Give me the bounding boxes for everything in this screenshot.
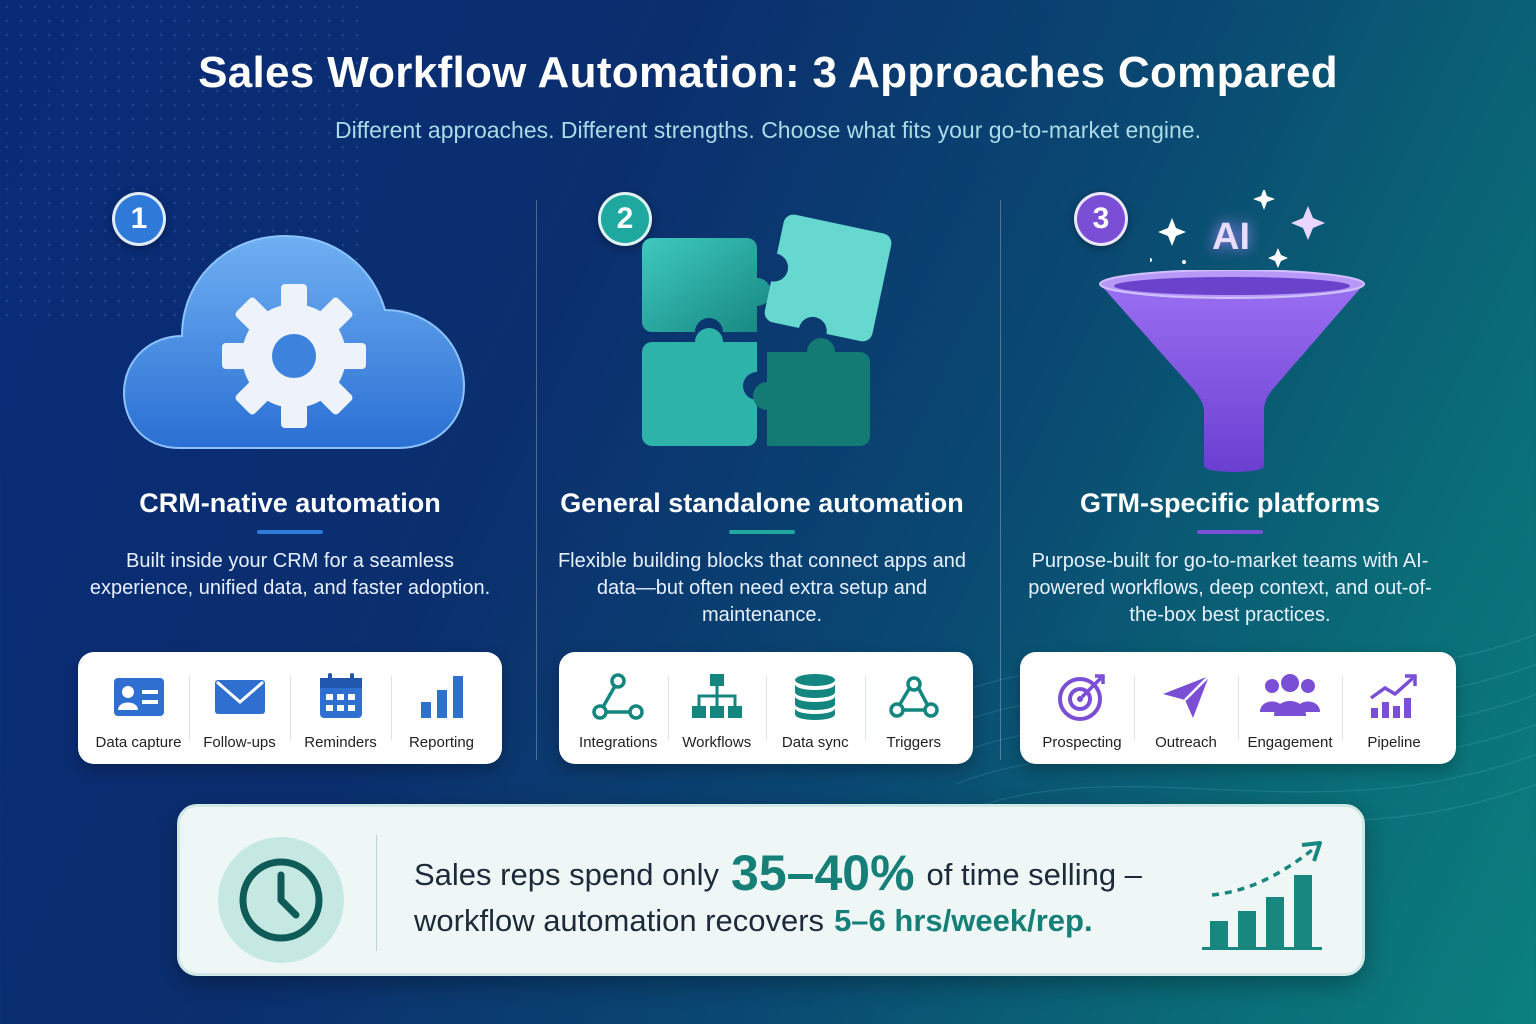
- column-divider: [1000, 200, 1001, 760]
- sparkle-icon: [1150, 190, 1325, 268]
- approach-number-badge: 3: [1074, 192, 1128, 246]
- feature-prospecting: Prospecting: [1030, 652, 1134, 764]
- target-icon: [1058, 674, 1105, 721]
- feature-card-crm-native: Data capture Follow-ups Reminders Report…: [78, 652, 502, 764]
- feature-integrations: Integrations: [569, 652, 668, 764]
- title-underline: [1197, 530, 1263, 534]
- approach-description: Flexible building blocks that connect ap…: [557, 550, 967, 626]
- clock-icon: [239, 858, 323, 942]
- envelope-icon: [214, 680, 265, 714]
- approach-number-badge: 1: [112, 192, 166, 246]
- approach-description: Purpose-built for go-to-market teams wit…: [1028, 550, 1432, 626]
- stat-highlight-hours: 5–6 hrs/week/rep.: [834, 903, 1093, 938]
- approach-description: Built inside your CRM for a seamless exp…: [89, 550, 491, 599]
- title-underline: [729, 530, 795, 534]
- feature-card-standalone: Integrations Workflows Data sync Trigger…: [559, 652, 973, 764]
- feature-follow-ups: Follow-ups: [189, 652, 290, 764]
- bar-chart-icon: [420, 676, 463, 718]
- approach-title: GTM-specific platforms: [1079, 488, 1381, 518]
- cloud-gear-icon: [122, 234, 466, 449]
- growth-bars-icon: [1202, 841, 1322, 950]
- approach-title: CRM-native automation: [139, 488, 441, 518]
- paper-plane-icon: [1163, 675, 1210, 718]
- feature-data-sync: Data sync: [766, 652, 865, 764]
- puzzle-pieces-icon: [642, 214, 892, 446]
- feature-triggers: Triggers: [864, 652, 964, 764]
- webhook-icon: [889, 676, 939, 718]
- feature-outreach: Outreach: [1134, 652, 1238, 764]
- title-underline: [257, 530, 323, 534]
- growth-chart-icon: [1369, 674, 1417, 718]
- approach-number-badge: 2: [598, 192, 652, 246]
- column-divider: [536, 200, 537, 760]
- nodes-icon: [592, 673, 644, 720]
- feature-pipeline: Pipeline: [1342, 652, 1446, 764]
- database-icon: [795, 674, 836, 720]
- feature-workflows: Workflows: [667, 652, 767, 764]
- feature-reporting: Reporting: [391, 652, 492, 764]
- stat-highlight-percent: 35–40%: [731, 845, 915, 901]
- approach-title: General standalone automation: [560, 488, 964, 518]
- contact-card-icon: [113, 678, 164, 716]
- clock-badge: [218, 837, 344, 963]
- people-group-icon: [1260, 674, 1320, 716]
- ai-funnel-icon: [1099, 270, 1365, 472]
- calendar-icon: [319, 673, 362, 718]
- ai-label: AI: [1212, 216, 1250, 258]
- feature-data-capture: Data capture: [88, 652, 189, 764]
- page-title: Sales Workflow Automation: 3 Approaches …: [198, 48, 1338, 97]
- stat-separator: [376, 835, 377, 951]
- hierarchy-icon: [691, 674, 742, 718]
- feature-card-gtm-specific: Prospecting Outreach Engagement Pipeline: [1020, 652, 1456, 764]
- feature-reminders: Reminders: [290, 652, 391, 764]
- feature-engagement: Engagement: [1238, 652, 1342, 764]
- page-subtitle: Different approaches. Different strength…: [335, 117, 1201, 143]
